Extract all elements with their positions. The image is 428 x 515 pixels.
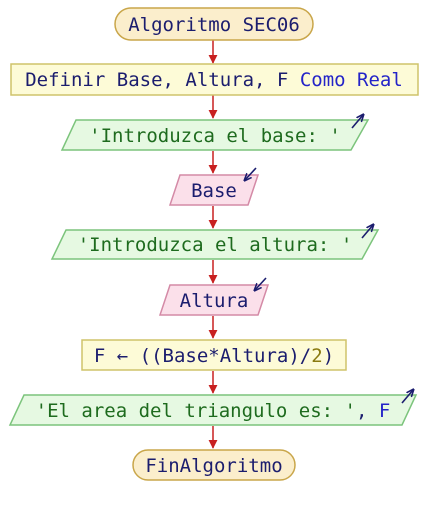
output-2: 'Introduzca el altura: ' [50, 225, 380, 260]
input-2-shape [158, 284, 270, 316]
output-3: 'El area del triangulo es: ', F [8, 390, 418, 426]
output-2-shape [50, 229, 380, 260]
output-2-text: 'Introduzca el altura: ' [78, 234, 353, 256]
define-keyword: Definir [25, 69, 105, 91]
define-vars: Base, Altura, F [117, 69, 289, 91]
output-3-string: 'El area del triangulo es: ' [36, 400, 356, 422]
input-2-text: Altura [180, 290, 249, 312]
arrow-down-left-icon [255, 277, 267, 290]
arrow-up-right-icon [361, 225, 373, 239]
assign-target: F [94, 345, 105, 367]
output-1: 'Introduzca el base: ' [60, 115, 370, 151]
output-3-text: 'El area del triangulo es: ', F [36, 400, 391, 422]
output-3-shape [8, 394, 418, 426]
arrow-up-right-icon [401, 390, 413, 404]
define-type: Como Real [300, 69, 403, 91]
output-1-shape [60, 119, 370, 151]
assign-process-text: F ← ((Base*Altura)/2) [94, 345, 334, 367]
arrow-down-left-icon [245, 167, 257, 180]
output-3-separator: , [356, 400, 367, 422]
input-1: Base [168, 167, 260, 206]
output-1-text: 'Introduzca el base: ' [89, 125, 341, 147]
assign-expr-number: 2 [311, 345, 322, 367]
end-terminal-label: FinAlgoritmo [145, 455, 282, 477]
define-process: Definir Base, Altura, F Como Real [10, 63, 419, 96]
end-terminal-shape [132, 449, 296, 481]
output-3-variable: F [379, 400, 390, 422]
assign-arrow: ← [117, 345, 128, 367]
input-1-shape [168, 174, 260, 206]
start-terminal-shape [114, 7, 314, 41]
start-terminal-label: Algoritmo SEC06 [128, 14, 300, 36]
start-terminal: Algoritmo SEC06 [114, 7, 314, 41]
input-2: Altura [158, 277, 270, 316]
assign-process-shape [81, 339, 347, 371]
input-1-text: Base [191, 180, 237, 202]
assign-expr-open: ((Base*Altura)/ [140, 345, 312, 367]
assign-process: F ← ((Base*Altura)/2) [81, 339, 347, 371]
end-terminal: FinAlgoritmo [132, 449, 296, 481]
assign-expr-close: ) [323, 345, 334, 367]
define-process-shape [10, 63, 419, 96]
arrow-up-right-icon [351, 115, 363, 129]
define-process-text: Definir Base, Altura, F Como Real [25, 69, 403, 91]
